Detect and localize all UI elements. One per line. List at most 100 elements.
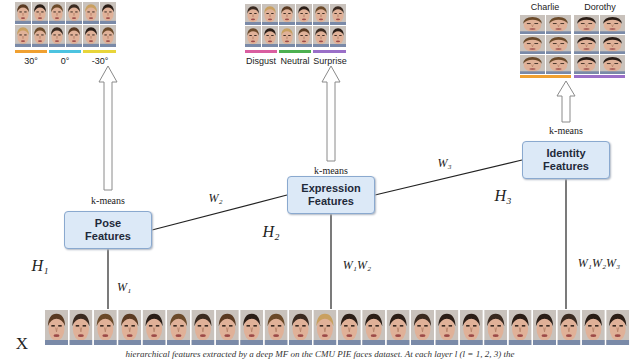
weight-symbol: W₁W₂ — [343, 259, 371, 272]
expression-faces — [245, 4, 346, 53]
weight-symbol: W₁ — [117, 281, 131, 294]
face-photo — [32, 25, 48, 47]
face-photo — [83, 2, 99, 24]
weight-symbol: W₃ — [436, 157, 452, 170]
feature-box: Identity Features — [522, 141, 610, 179]
face-photo — [49, 2, 65, 24]
face-photo — [245, 4, 261, 25]
feature-box: Expression Features — [287, 176, 375, 214]
face-photo — [143, 310, 166, 345]
face-photo — [15, 25, 31, 47]
face-photo — [387, 310, 410, 345]
face-photo — [94, 310, 117, 345]
expression-label: Surprise — [313, 57, 347, 67]
face-photo — [520, 15, 545, 34]
face-photo — [582, 310, 605, 345]
face-photo — [520, 35, 545, 54]
feature-box: Pose Features — [64, 211, 152, 249]
face-photo — [262, 26, 278, 47]
face-photo — [338, 310, 361, 345]
illustration-part — [557, 81, 575, 122]
pose-label: 30° — [24, 57, 38, 67]
face-photo — [262, 4, 278, 25]
face-photo — [435, 310, 458, 345]
face-photo — [45, 310, 68, 345]
hollow-arrows — [99, 66, 575, 190]
pose-label: -30° — [92, 57, 109, 67]
expression-label: Disgust — [246, 57, 276, 67]
data-symbol: X — [16, 335, 28, 354]
face-photo — [279, 4, 295, 25]
illustration-part — [279, 50, 311, 53]
illustration-part — [322, 66, 340, 161]
face-photo — [279, 26, 295, 47]
face-photo — [313, 310, 336, 345]
face-photo — [245, 26, 261, 47]
illustration-part — [49, 50, 81, 53]
illustration-part — [574, 75, 625, 78]
face-photo — [100, 25, 116, 47]
identity-label: Charlie — [531, 3, 560, 13]
illustration-part — [83, 50, 116, 53]
face-photo — [118, 310, 141, 345]
face-photo — [574, 55, 599, 74]
projection-lines — [108, 160, 566, 309]
weight-symbol: W₂ — [207, 192, 223, 205]
illustration-part — [99, 66, 117, 190]
pose-faces — [15, 2, 116, 53]
face-photo — [216, 310, 239, 345]
face-photo — [66, 25, 82, 47]
face-photo — [600, 15, 625, 34]
face-photo — [546, 15, 571, 34]
face-photo — [600, 55, 625, 74]
face-photo — [484, 310, 507, 345]
face-photo — [32, 2, 48, 24]
face-photo — [296, 26, 312, 47]
face-photo — [240, 310, 263, 345]
weight-symbol: W₁W₂W₃ — [578, 257, 621, 270]
figure-caption: hierarchical features extracted by a dee… — [126, 350, 515, 360]
face-photo — [330, 4, 346, 25]
face-strip — [45, 310, 629, 345]
face-photo — [330, 26, 346, 47]
face-photo — [289, 310, 312, 345]
face-photo — [313, 4, 329, 25]
face-photo — [69, 310, 92, 345]
box-title: Expression Features — [294, 182, 368, 208]
expression-label: Neutral — [280, 57, 309, 67]
face-photo — [296, 4, 312, 25]
face-photo — [191, 310, 214, 345]
method-label: k-means — [91, 195, 125, 206]
pose-label: 0° — [61, 57, 70, 67]
face-photo — [520, 55, 545, 74]
face-photo — [362, 310, 385, 345]
layer-symbol: H₂ — [262, 223, 279, 241]
face-photo — [533, 310, 556, 345]
layer-symbol: H₁ — [31, 257, 48, 275]
face-photo — [83, 25, 99, 47]
identity-label: Dorothy — [584, 3, 616, 13]
illustration-part — [245, 50, 277, 53]
face-photo — [100, 2, 116, 24]
illustration-part — [520, 75, 571, 78]
face-photo — [600, 35, 625, 54]
identity-faces — [520, 15, 625, 78]
face-photo — [265, 310, 288, 345]
face-photo — [49, 25, 65, 47]
face-photo — [167, 310, 190, 345]
face-photo — [15, 2, 31, 24]
face-photo — [509, 310, 532, 345]
layer-symbol: H₃ — [494, 187, 511, 205]
face-photo — [66, 2, 82, 24]
face-photo — [557, 310, 580, 345]
face-photo — [313, 26, 329, 47]
face-photo — [546, 35, 571, 54]
method-label: k-means — [314, 165, 348, 176]
box-title: Pose Features — [71, 217, 145, 243]
box-title: Identity Features — [529, 147, 603, 173]
illustration-part — [15, 50, 47, 53]
method-label: k-means — [549, 125, 583, 136]
face-photo — [574, 15, 599, 34]
face-photo — [546, 55, 571, 74]
face-photo — [574, 35, 599, 54]
